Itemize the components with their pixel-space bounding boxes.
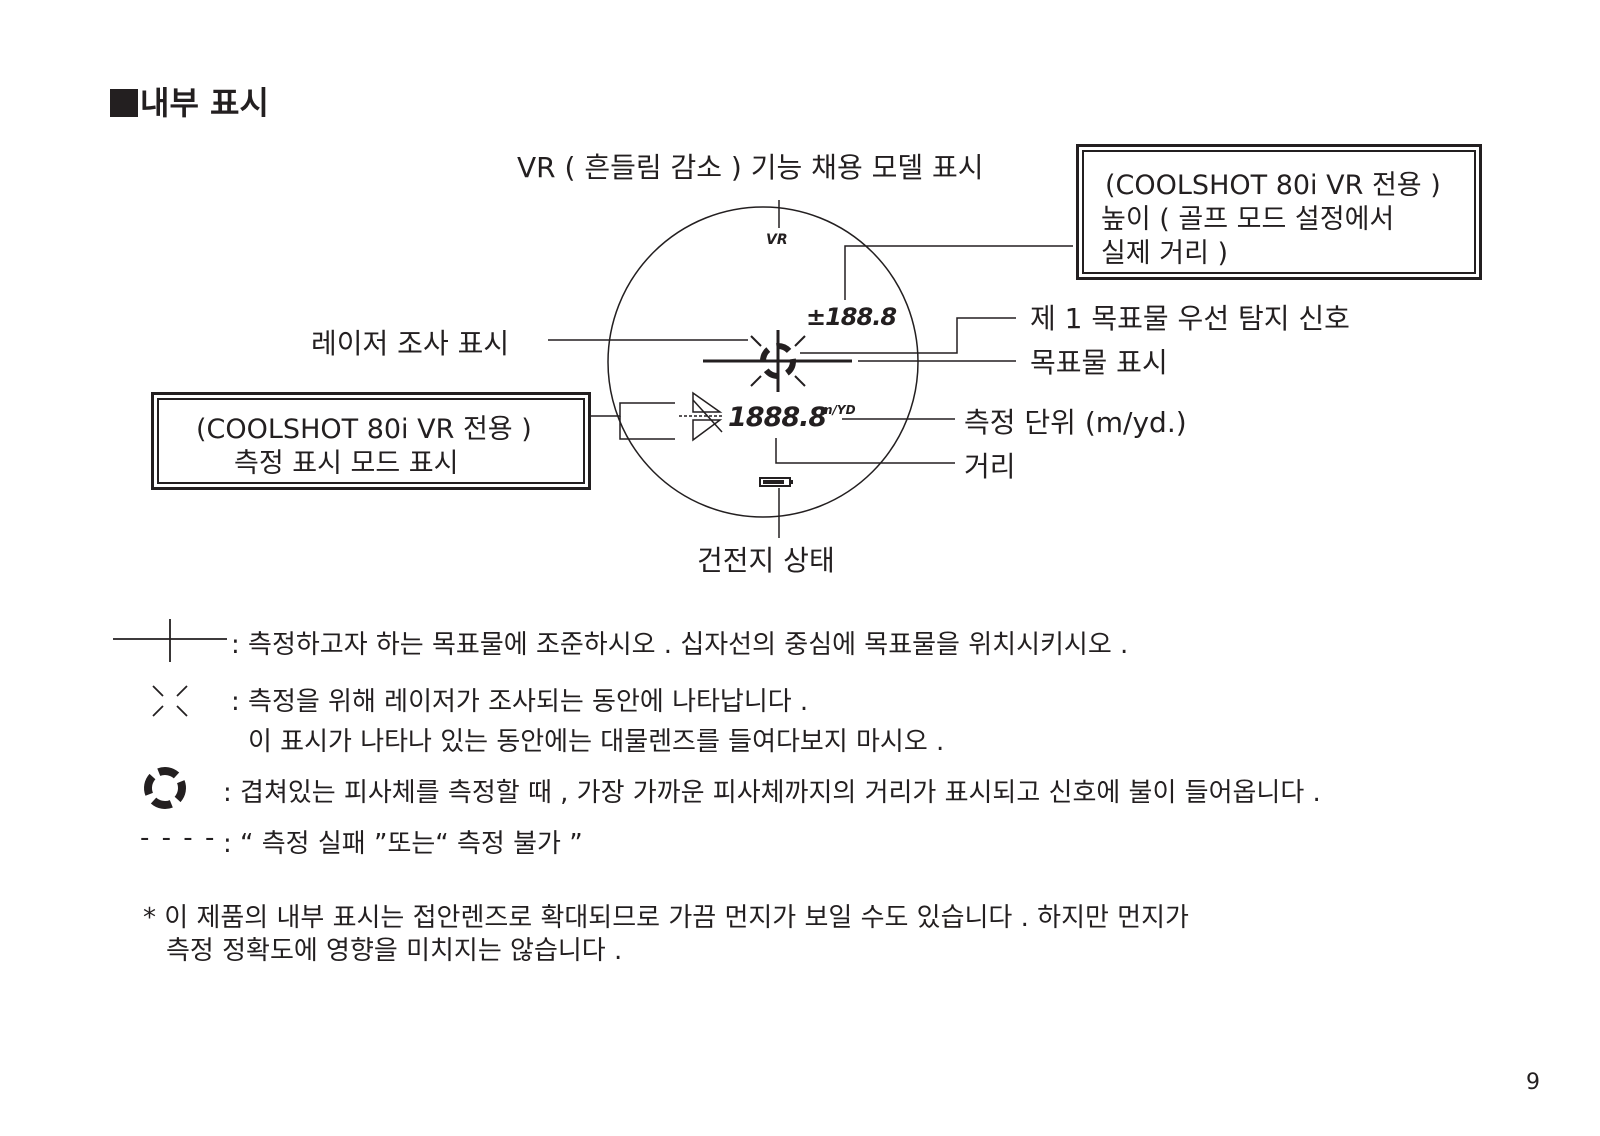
note-line2: 측정 정확도에 영향을 미치지는 않습니다 .	[166, 936, 623, 966]
battery-label: 건전지 상태	[697, 544, 835, 577]
target-label: 목표물 표시	[1030, 346, 1168, 379]
mode-leader-bracket	[590, 402, 675, 417]
measurement-mode-icon	[679, 391, 723, 442]
battery-icon	[759, 477, 793, 487]
first-target-leader-line	[800, 317, 1016, 354]
height-readout: ±188.8	[806, 303, 897, 331]
legend-laser-icon	[152, 685, 188, 717]
distance-readout: 1888.8	[728, 402, 827, 433]
vr-model-label: VR ( 흔들림 감소 ) 기능 채용 모델 표시	[517, 151, 984, 184]
viewfinder-circle	[607, 206, 919, 518]
legend-dashes-icon: - - - -	[140, 823, 217, 853]
height-callout-box: (COOLSHOT 80i VR 전용 ) 높이 ( 골프 모드 설정에서 실제…	[1076, 144, 1482, 280]
unit-readout: m/YD	[820, 403, 856, 417]
vr-indicator: VR	[766, 232, 788, 248]
distance-label: 거리	[964, 450, 1016, 483]
first-target-label: 제 1 목표물 우선 탐지 신호	[1030, 302, 1350, 335]
note-line1: * 이 제품의 내부 표시는 접안렌즈로 확대되므로 가끔 먼지가 보일 수도 …	[143, 903, 1189, 933]
unit-label: 측정 단위 (m/yd.)	[964, 406, 1187, 439]
distance-leader-line	[775, 438, 955, 464]
legend-dashes-text: : “ 측정 실패 ”또는“ 측정 불가 ”	[223, 829, 583, 859]
legend-target-ring-text: : 겹쳐있는 피사체를 측정할 때 , 가장 가까운 피사체까지의 거리가 표시…	[223, 778, 1321, 808]
height-box-line2: 높이 ( 골프 모드 설정에서	[1101, 204, 1395, 235]
section-title-text: 내부 표시	[140, 84, 269, 122]
page-number: 9	[1526, 1070, 1540, 1095]
legend-crosshair-text: : 측정하고자 하는 목표물에 조준하시오 . 십자선의 중심에 목표물을 위치…	[231, 630, 1129, 660]
legend-laser-text: : 측정을 위해 레이저가 조사되는 동안에 나타납니다 .	[231, 687, 809, 717]
legend-laser-text2: 이 표시가 나타나 있는 동안에는 대물렌즈를 들여다보지 마시오 .	[248, 727, 945, 757]
laser-label: 레이저 조사 표시	[311, 327, 510, 360]
legend-target-ring-icon	[144, 767, 186, 809]
height-box-line3: 실제 거리 )	[1101, 238, 1229, 269]
legend-crosshair-icon	[113, 619, 227, 662]
section-title: 내부 표시	[110, 78, 269, 124]
mode-box-line1: (COOLSHOT 80i VR 전용 )	[196, 414, 532, 445]
height-leader-line	[844, 245, 1073, 300]
mode-box-line2: 측정 표시 모드 표시	[234, 448, 459, 479]
crosshair-icon	[703, 330, 852, 392]
square-bullet-icon	[110, 89, 138, 117]
height-box-line1: (COOLSHOT 80i VR 전용 )	[1105, 170, 1441, 201]
mode-callout-box: (COOLSHOT 80i VR 전용 ) 측정 표시 모드 표시	[151, 392, 591, 490]
